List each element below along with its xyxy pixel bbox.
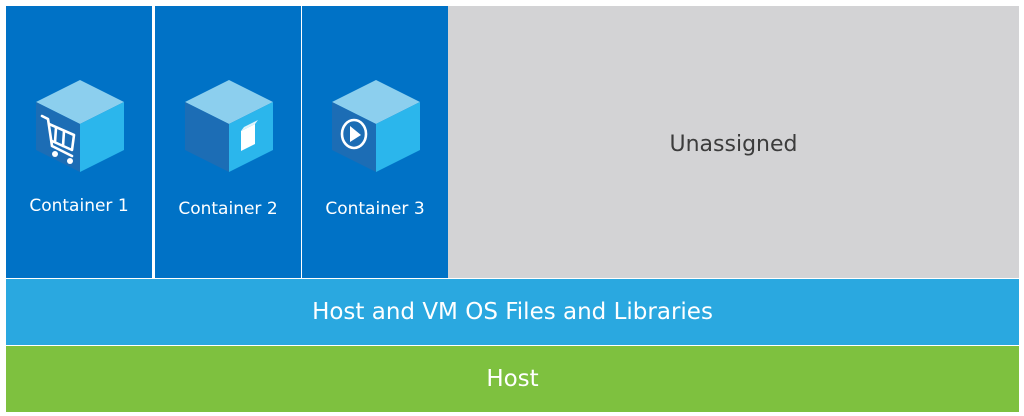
- container-3-label: Container 3: [325, 199, 425, 219]
- container-2-block: Container 2: [155, 6, 301, 278]
- os-files-libraries-label: Host and VM OS Files and Libraries: [312, 299, 713, 325]
- container-3-block: Container 3: [302, 6, 448, 278]
- document-icon: [185, 80, 273, 172]
- container-1-block: Container 1: [6, 6, 152, 278]
- unassigned-block: Unassigned: [448, 6, 1019, 278]
- unassigned-label: Unassigned: [669, 132, 798, 157]
- container-2-label: Container 2: [178, 199, 278, 219]
- play-icon: [332, 80, 420, 172]
- host-label: Host: [486, 366, 539, 392]
- os-files-libraries-layer: Host and VM OS Files and Libraries: [6, 279, 1019, 345]
- host-layer: Host: [6, 346, 1019, 412]
- shopping-cart-icon: [36, 80, 124, 172]
- container-1-label: Container 1: [29, 196, 129, 216]
